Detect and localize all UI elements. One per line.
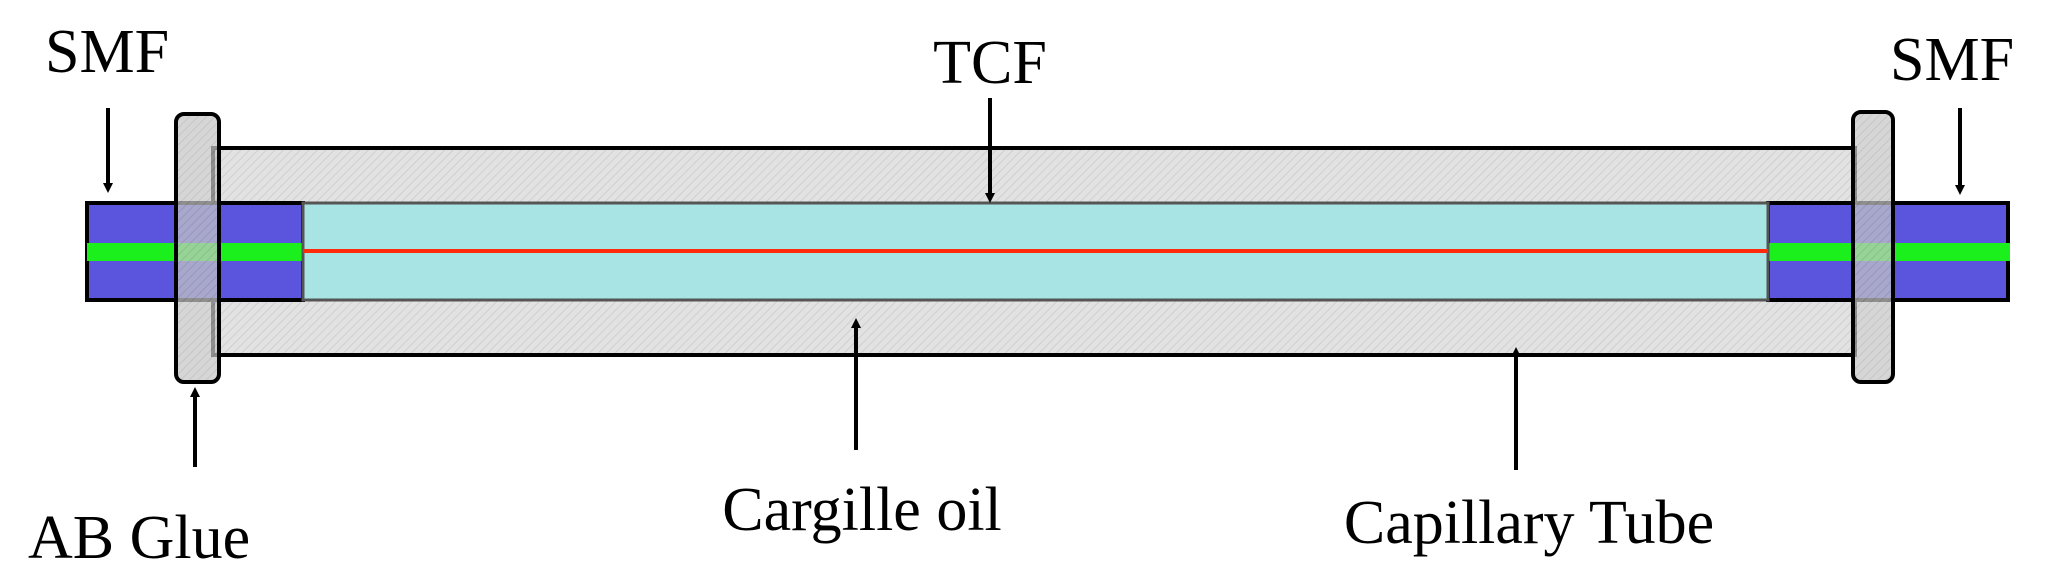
label-cargille-oil: Cargille oil <box>722 476 1002 544</box>
label-smf-right: SMF <box>1890 26 2014 94</box>
ab-glue-left <box>174 112 221 384</box>
label-tcf: TCF <box>933 29 1047 97</box>
label-smf-left: SMF <box>45 18 169 86</box>
ab-glue-right <box>1851 110 1895 384</box>
label-ab-glue: AB Glue <box>28 504 250 572</box>
label-capillary-tube: Capillary Tube <box>1344 489 1714 557</box>
